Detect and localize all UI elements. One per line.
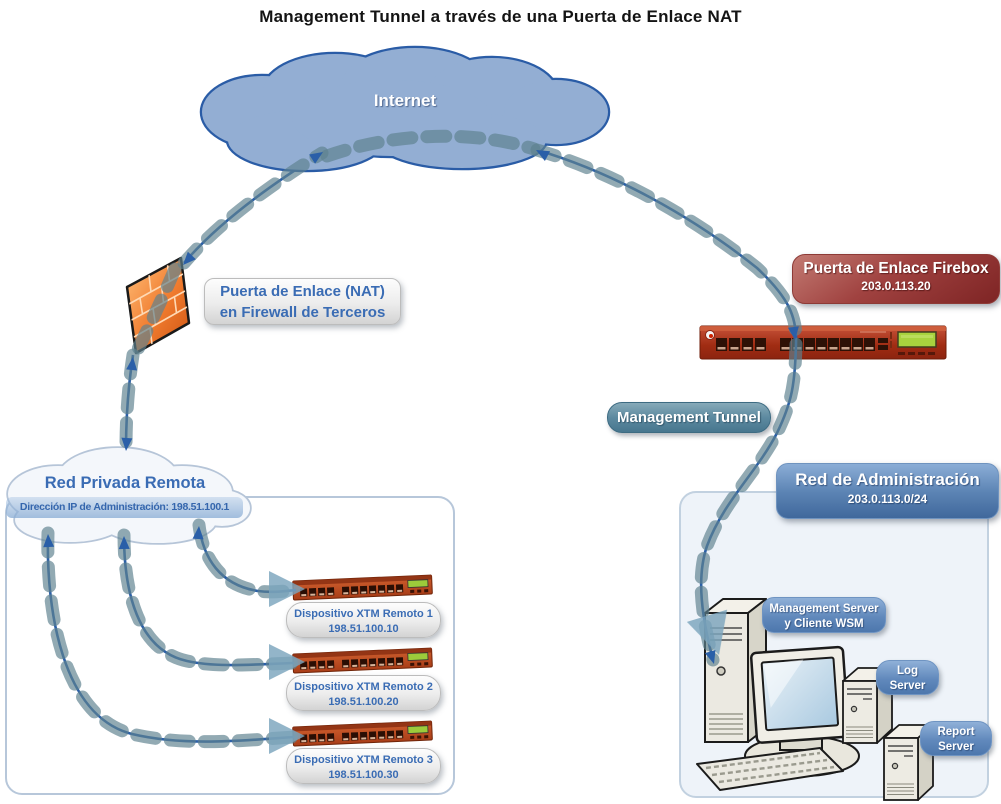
report-server-line2: Server	[938, 740, 974, 753]
nat-gateway-label-line1: Puerta de Enlace (NAT)	[220, 283, 385, 300]
remote-network-admin-ip: Dirección IP de Administración: 198.51.1…	[6, 497, 243, 518]
admin-network-title: Red de Administración	[795, 470, 980, 489]
firebox-gateway-title: Puerta de Enlace Firebox	[803, 260, 989, 277]
xtm-device-2-ip: 198.51.100.20	[328, 695, 399, 708]
firebox-gateway-label: Puerta de Enlace Firebox 203.0.113.20	[792, 254, 1000, 304]
admin-network-label: Red de Administración 203.0.113.0/24	[776, 463, 999, 519]
xtm-device-3-name: Dispositivo XTM Remoto 3	[294, 754, 433, 766]
xtm-device-3-label: Dispositivo XTM Remoto 3 198.51.100.30	[286, 748, 441, 784]
big-arrow-management-server	[686, 609, 728, 655]
nat-gateway-label-line2: en Firewall de Terceros	[219, 303, 386, 321]
big-arrow-device-3	[269, 718, 305, 754]
xtm-device-1-name: Dispositivo XTM Remoto 1	[294, 608, 433, 620]
report-server-label: Report Server	[920, 721, 992, 756]
log-server-label: Log Server	[876, 660, 939, 695]
diagram-title: Management Tunnel a través de una Puerta…	[259, 7, 742, 26]
report-server-line1: Report	[937, 726, 975, 738]
internet-label: Internet	[373, 91, 437, 110]
xtm-device-1-label: Dispositivo XTM Remoto 1 198.51.100.10	[286, 602, 441, 638]
management-server-line2: y Cliente WSM	[784, 617, 864, 630]
management-tunnel-label: Management Tunnel	[607, 402, 771, 433]
nat-gateway-label: Puerta de Enlace (NAT) en Firewall de Te…	[204, 278, 401, 325]
xtm-device-1-ip: 198.51.100.10	[328, 622, 399, 635]
big-arrow-device-2	[269, 644, 305, 680]
admin-network-subnet: 203.0.113.0/24	[847, 492, 928, 506]
big-arrow-device-1	[269, 571, 305, 607]
remote-network-title: Red Privada Remota	[44, 474, 206, 492]
firebox-gateway-ip: 203.0.113.20	[861, 279, 931, 293]
tunnel-arrowheads	[43, 150, 799, 754]
management-server-line1: Management Server	[769, 603, 879, 615]
log-server-line1: Log	[896, 665, 919, 677]
tunnel-dashes	[41, 129, 803, 749]
xtm-device-3-ip: 198.51.100.30	[328, 768, 399, 781]
log-server-line2: Server	[889, 679, 926, 692]
xtm-device-2-label: Dispositivo XTM Remoto 2 198.51.100.20	[286, 675, 441, 711]
xtm-device-2-name: Dispositivo XTM Remoto 2	[294, 681, 433, 693]
management-computer-icon	[696, 598, 860, 791]
firebox-appliance-icon	[699, 325, 947, 360]
management-server-label: Management Server y Cliente WSM	[762, 597, 886, 633]
